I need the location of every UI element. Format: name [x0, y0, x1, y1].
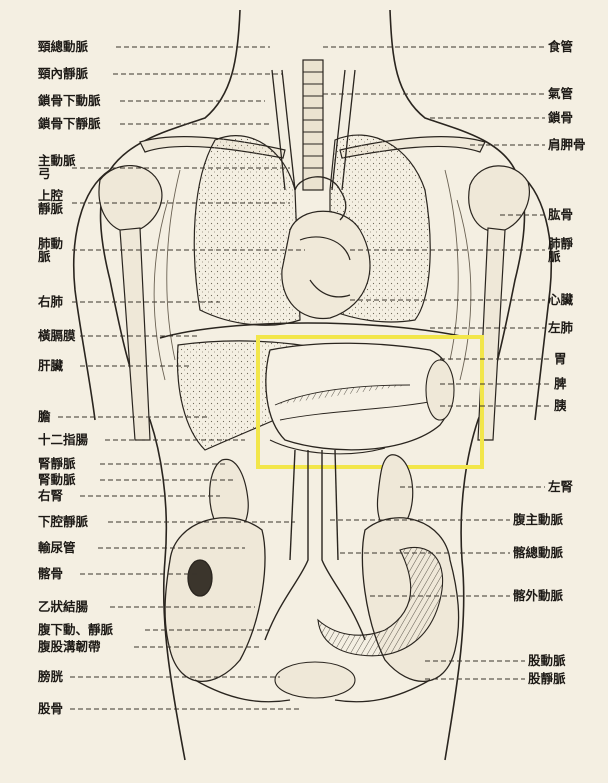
label-common-iliac: 髂總動脈	[513, 546, 563, 559]
label-internal-jugular: 頸內靜脈	[38, 67, 88, 80]
label-inguinal-ligament: 腹股溝韌帶	[38, 640, 101, 653]
label-stomach: 胃	[554, 352, 567, 365]
label-pubic-bone: 股骨	[38, 702, 63, 715]
label-clavicle: 鎖骨	[548, 111, 573, 124]
label-sigmoid-colon: 乙狀結腸	[38, 600, 88, 613]
label-renal-vein: 腎靜脈	[38, 457, 76, 470]
label-external-iliac: 髂外動脈	[513, 589, 563, 602]
label-ilium: 髂骨	[38, 567, 63, 580]
label-ureter: 輸尿管	[38, 541, 76, 554]
trachea	[303, 60, 323, 190]
label-subclavian-artery: 鎖骨下動脈	[38, 94, 101, 107]
label-trachea: 氣管	[548, 87, 573, 100]
label-hypogastric-vessels: 腹下動、靜脈	[38, 623, 113, 636]
label-diaphragm: 橫膈膜	[38, 329, 76, 342]
label-right-lung: 右肺	[38, 295, 63, 308]
label-aortic-arch: 主動脈 弓	[38, 154, 76, 180]
label-bladder: 膀胱	[38, 670, 63, 683]
label-right-kidney: 右腎	[38, 489, 63, 502]
label-liver: 肝臟	[38, 359, 63, 372]
label-pulmonary-vein: 肺靜 脈	[548, 237, 573, 263]
label-pulm-artery-line2: 脈	[38, 250, 63, 263]
label-gallbladder: 膽	[38, 410, 51, 423]
label-svc-line2: 靜脈	[38, 202, 63, 215]
label-spleen: 脾	[554, 377, 567, 390]
label-duodenum: 十二指腸	[38, 433, 88, 446]
label-abdominal-aorta: 腹主動脈	[513, 513, 563, 526]
label-superior-vena-cava: 上腔 靜脈	[38, 189, 63, 215]
label-esophagus: 食管	[548, 40, 573, 53]
label-common-carotid: 頸總動脈	[38, 40, 88, 53]
label-pulm-vein-line2: 脈	[548, 250, 573, 263]
label-left-lung: 左肺	[548, 321, 573, 334]
label-pancreas: 胰	[554, 399, 567, 412]
label-aortic-arch-line2: 弓	[38, 167, 76, 180]
label-subclavian-vein: 鎖骨下靜脈	[38, 117, 101, 130]
label-pulmonary-artery: 肺動 脈	[38, 237, 63, 263]
label-humerus: 肱骨	[548, 208, 573, 221]
label-femoral-artery: 股動脈	[528, 654, 566, 667]
bladder	[275, 662, 355, 698]
label-femoral-vein: 股靜脈	[528, 672, 566, 685]
label-heart: 心臟	[548, 293, 573, 306]
label-renal-artery: 腎動脈	[38, 473, 76, 486]
label-scapula: 肩胛骨	[548, 138, 586, 151]
label-left-kidney: 左腎	[548, 480, 573, 493]
label-inferior-vena-cava: 下腔靜脈	[38, 515, 88, 528]
